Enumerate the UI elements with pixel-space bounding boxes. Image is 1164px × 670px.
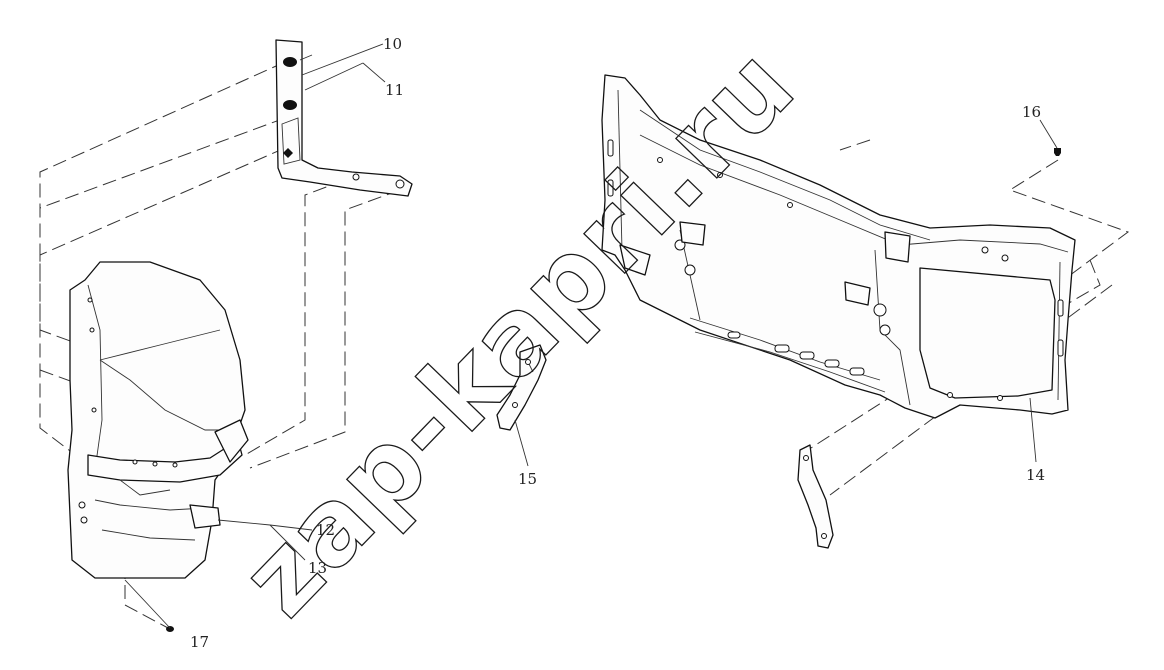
callout-labels: 10 11 12 13 14 15 16 17 [190, 35, 1045, 651]
bracket-part-15 [496, 344, 547, 431]
bracket-lower [797, 444, 834, 549]
callout-16: 16 [1022, 103, 1041, 121]
fastener-part-17 [166, 626, 174, 632]
callout-15: 15 [518, 470, 537, 488]
callout-10: 10 [383, 35, 402, 53]
leader-lines [124, 43, 1058, 629]
bolt-part-16 [1054, 148, 1061, 156]
callout-17: 17 [190, 633, 209, 651]
callout-11: 11 [385, 81, 404, 99]
callout-14: 14 [1026, 466, 1045, 484]
callout-12: 12 [316, 521, 335, 539]
bracket-part-10-11 [275, 39, 413, 197]
left-panel-assembly [67, 261, 249, 579]
callout-13: 13 [308, 559, 327, 577]
front-frame-part-14 [601, 74, 1076, 419]
